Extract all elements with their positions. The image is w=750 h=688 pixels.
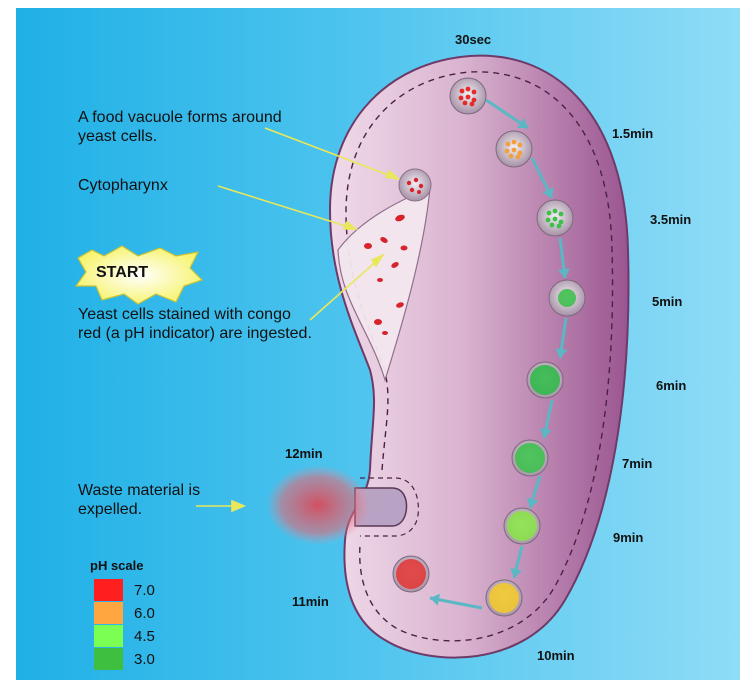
yeast-particle xyxy=(506,142,511,147)
ph-value: 7.0 xyxy=(134,582,155,599)
ph-row: 6.0 xyxy=(94,602,184,624)
time-label-1.5min: 1.5min xyxy=(612,126,653,141)
time-label-3.5min: 3.5min xyxy=(650,212,691,227)
yeast-particle xyxy=(472,90,477,95)
time-label-6min: 6min xyxy=(656,378,686,393)
time-label-11min: 11min xyxy=(292,594,329,609)
yeast-particle xyxy=(547,211,552,216)
cell-body xyxy=(330,56,628,658)
yeast-particle xyxy=(470,102,475,107)
food-vacuole-label: A food vacuole forms around yeast cells. xyxy=(78,108,288,146)
yeast-particle xyxy=(550,223,555,228)
yeast-particle xyxy=(557,224,562,229)
ph-swatch xyxy=(94,625,123,647)
digested-content xyxy=(530,365,560,395)
time-label-10min: 10min xyxy=(537,648,575,663)
yeast-particle xyxy=(553,209,558,214)
ph-swatch xyxy=(94,602,123,624)
yeast-label: Yeast cells stained with congo red (a pH… xyxy=(78,305,313,343)
yeast-particle xyxy=(459,96,464,101)
yeast-particle xyxy=(466,95,471,100)
yeast-particle xyxy=(512,140,517,145)
time-label-5min: 5min xyxy=(652,294,682,309)
forming-vacuole xyxy=(399,169,431,201)
time-label-7min: 7min xyxy=(622,456,652,471)
digested-content xyxy=(489,583,519,613)
yeast-particle xyxy=(509,154,514,159)
yeast-particle xyxy=(466,87,471,92)
waste-cloud xyxy=(266,465,370,545)
yeast-particle xyxy=(546,218,551,223)
digested-content xyxy=(515,443,545,473)
yeast-particle xyxy=(463,101,468,106)
time-label-9min: 9min xyxy=(613,530,643,545)
cytopharynx-label: Cytopharynx xyxy=(78,176,168,195)
yeast-particle xyxy=(518,143,523,148)
time-label-12min: 12min xyxy=(285,446,323,461)
digested-content xyxy=(396,559,426,589)
ph-row: 7.0 xyxy=(94,579,184,601)
yeast-particle xyxy=(516,155,521,160)
waste-label: Waste material is expelled. xyxy=(78,481,203,519)
ph-row: 3.0 xyxy=(94,648,184,670)
digested-content xyxy=(558,289,576,307)
ph-value: 4.5 xyxy=(134,628,155,645)
ph-swatch xyxy=(94,579,123,601)
digested-content xyxy=(507,511,537,541)
ph-value: 6.0 xyxy=(134,605,155,622)
start-label: START xyxy=(96,264,148,282)
ph-swatch xyxy=(94,648,123,670)
yeast-particle xyxy=(553,217,558,222)
time-label-30sec: 30sec xyxy=(455,32,491,47)
ph-scale-title: pH scale xyxy=(90,558,143,573)
yeast-particle xyxy=(460,89,465,94)
yeast-particle xyxy=(512,148,517,153)
ph-row: 4.5 xyxy=(94,625,184,647)
yeast-particle xyxy=(559,212,564,217)
yeast-particle xyxy=(505,149,510,154)
ph-value: 3.0 xyxy=(134,651,155,668)
